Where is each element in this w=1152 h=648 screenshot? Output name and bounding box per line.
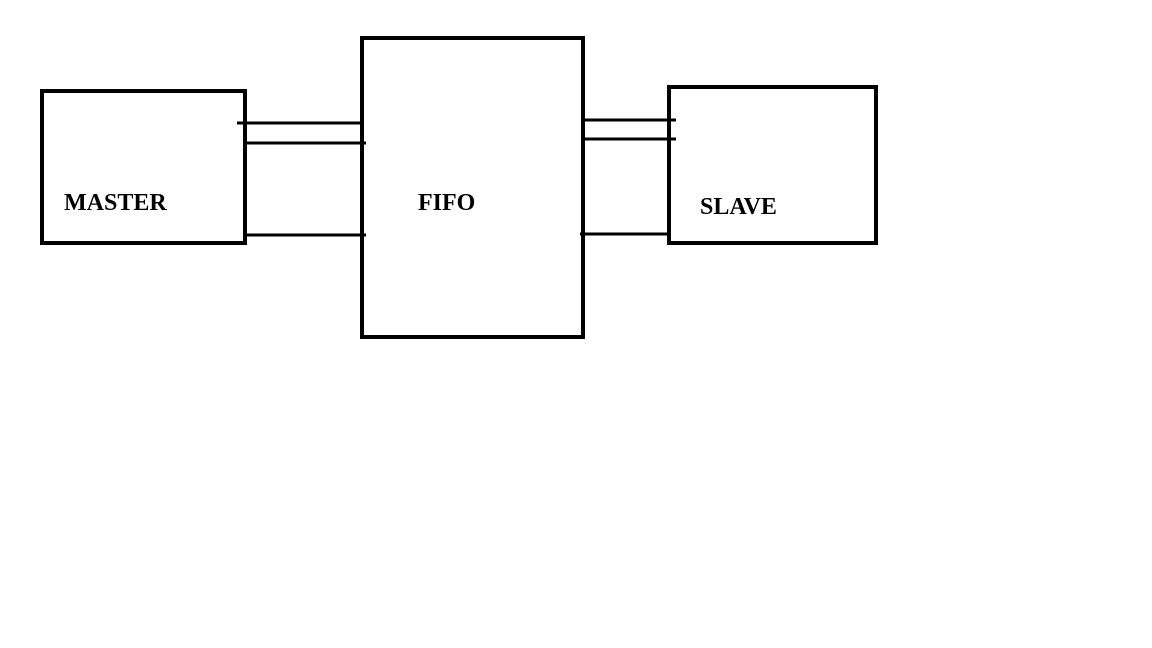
master-label: MASTER [64,190,167,216]
master-fifo-connections [237,121,366,237]
fifo-block: FIFO [360,36,585,339]
master-box [40,89,247,245]
slave-box [667,85,878,245]
master-block: MASTER [40,89,247,245]
fifo-slave-connections [580,118,676,236]
fifo-box [360,36,585,339]
slave-label: SLAVE [700,194,777,220]
slave-block: SLAVE [667,85,878,245]
fifo-label: FIFO [418,190,475,216]
